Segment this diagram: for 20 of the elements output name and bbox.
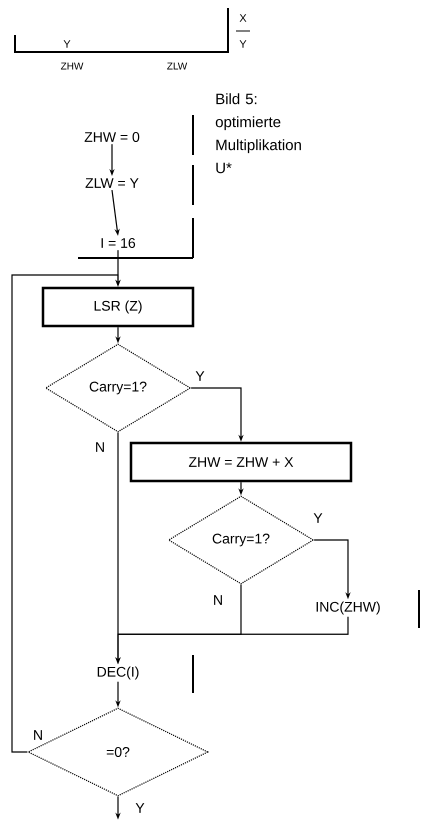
register-label: ZHW <box>60 62 84 70</box>
edge-label: Y <box>194 370 206 382</box>
statement-text: DEC(I) <box>98 666 139 680</box>
process-box: ZHW = ZHW + X <box>130 442 352 482</box>
statement-text: ZLW = Y <box>86 178 139 188</box>
edge-label: Y <box>312 512 324 524</box>
statement-text: INC(ZHW) <box>316 601 380 615</box>
process-box: LSR (Z) <box>42 286 194 328</box>
register-label: Y <box>240 40 246 48</box>
statement-text: I = 16 <box>102 238 136 248</box>
edge-label: Y <box>134 802 146 814</box>
register-label: ZLW <box>167 62 188 70</box>
edge-label: N <box>32 729 44 741</box>
register-label: Y <box>64 40 70 48</box>
edge-label: N <box>94 441 106 453</box>
register-label: X <box>240 14 246 22</box>
caption: Bild 5: optimierte Multiplikation U* <box>216 93 301 174</box>
arrow <box>11 274 121 753</box>
edge-label: N <box>212 594 224 606</box>
statement-text: ZHW = 0 <box>84 132 140 142</box>
